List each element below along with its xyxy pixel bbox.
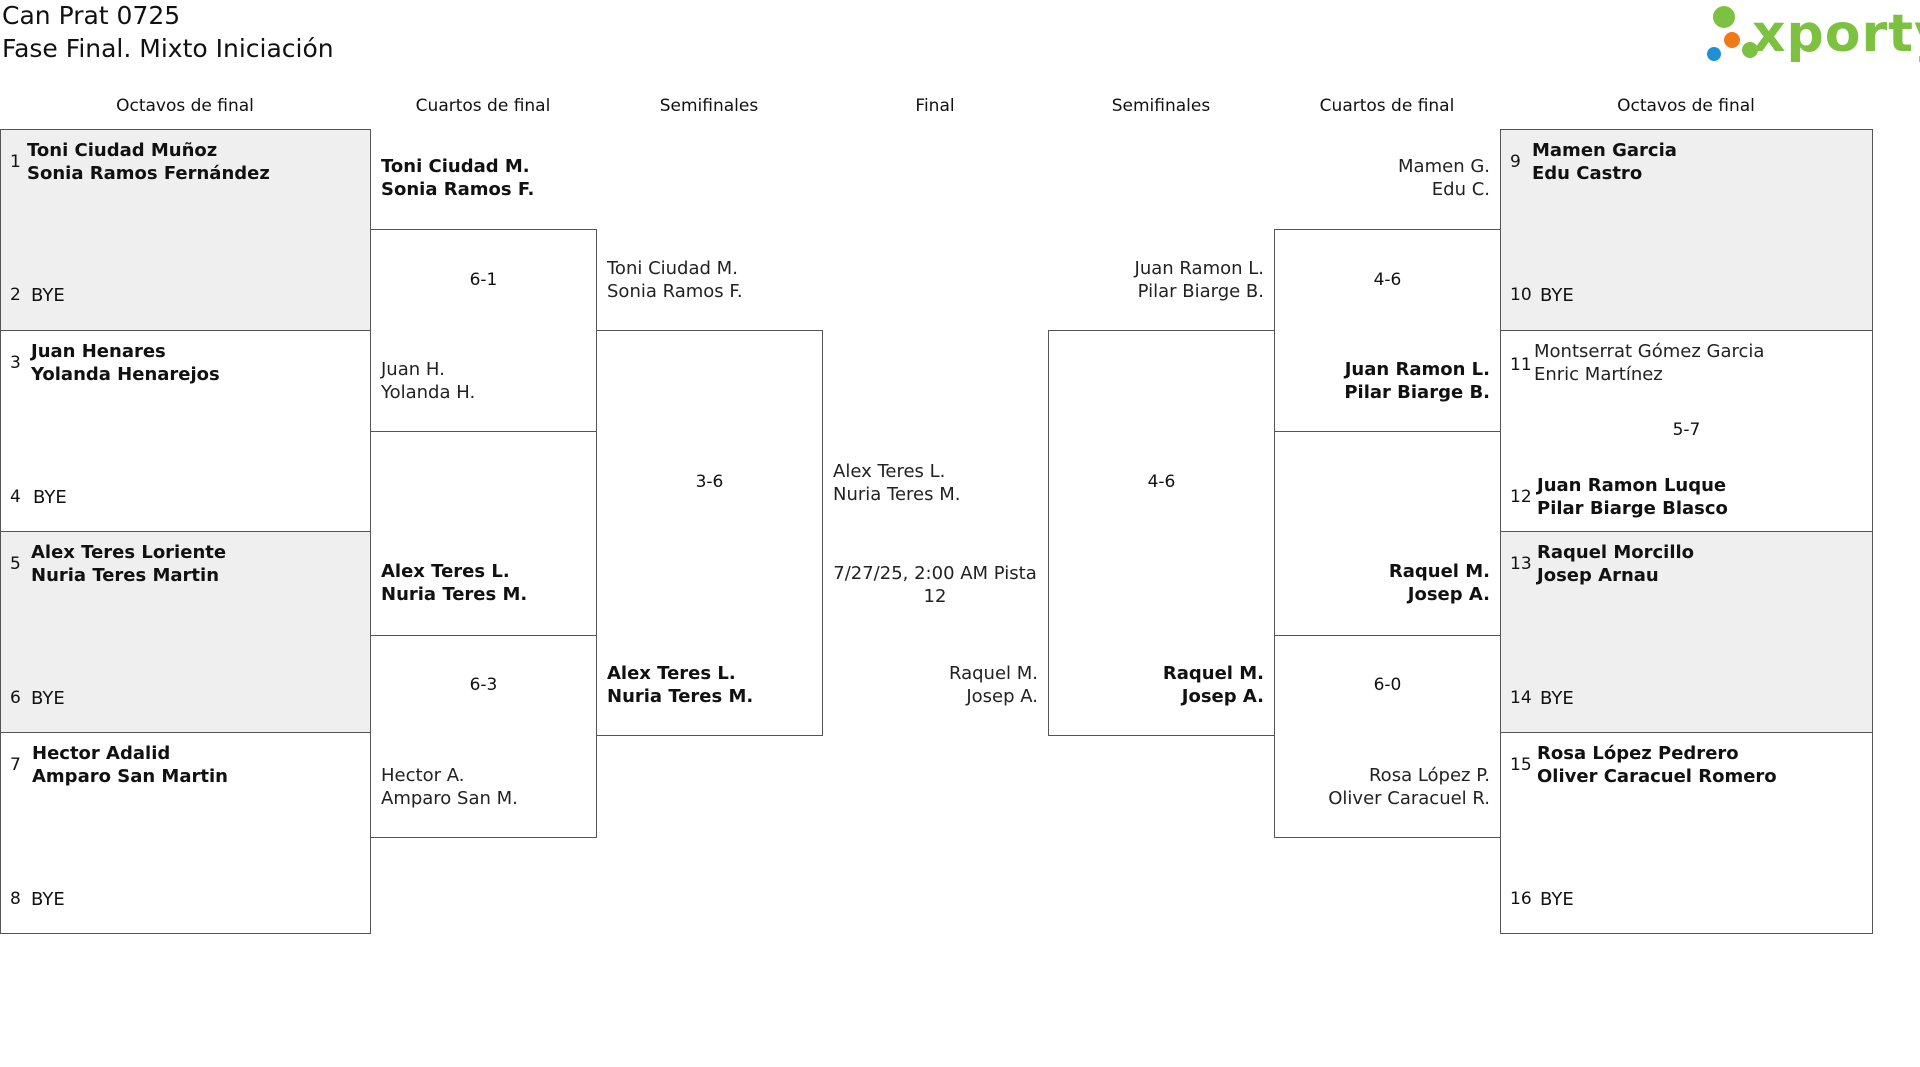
team-player-2: Pilar Biarge B. — [1137, 281, 1264, 302]
bye-label: BYE — [31, 688, 65, 709]
team-player-1: Toni Ciudad M. — [607, 258, 738, 279]
logo-text: xporty — [1752, 4, 1920, 64]
team-player-1: Juan Henares — [31, 341, 166, 362]
final-court: 12 — [923, 586, 947, 607]
team-player-1: Mamen G. — [1398, 156, 1490, 177]
team-player-1: Montserrat Gómez Garcia — [1534, 341, 1765, 362]
team-player-1: Raquel Morcillo — [1537, 542, 1695, 563]
seed-number: 15 — [1510, 755, 1532, 775]
bye-label: BYE — [31, 889, 65, 910]
seed-number: 16 — [1510, 889, 1532, 909]
team-player-1: Hector A. — [381, 765, 465, 786]
round-header-left-qf: Cuartos de final — [415, 96, 551, 116]
right-sf-match — [1048, 330, 1275, 736]
team-player-1: Juan Ramon L. — [1134, 258, 1264, 279]
seed-number: 11 — [1510, 355, 1532, 375]
seed-number: 14 — [1510, 688, 1532, 708]
team-player-2: Nuria Teres M. — [607, 686, 754, 707]
team-player-2: Sonia Ramos F. — [381, 179, 535, 200]
team-player-1: Juan Ramon L. — [1344, 359, 1490, 380]
team-player-2: Oliver Caracuel R. — [1328, 788, 1490, 809]
team-player-1: Raquel M. — [1388, 561, 1490, 582]
team-player-2: Sonia Ramos Fernández — [27, 163, 270, 184]
seed-number: 7 — [10, 755, 21, 775]
bye-label: BYE — [1540, 889, 1574, 910]
round-header-right-r16: Octavos de final — [1617, 96, 1755, 116]
team-player-1: Hector Adalid — [32, 743, 171, 764]
team-player-2: Sonia Ramos F. — [607, 281, 743, 302]
logo-dots-icon — [1707, 6, 1758, 61]
team-player-2: Josep A. — [1181, 686, 1264, 707]
team-player-2: Amparo San M. — [381, 788, 518, 809]
team-player-2: Josep A. — [966, 686, 1038, 707]
round-header-final: Final — [915, 96, 955, 116]
team-player-1: Alex Teres L. — [833, 461, 946, 482]
round-header-right-qf: Cuartos de final — [1319, 96, 1455, 116]
final-schedule: 7/27/25, 2:00 AM Pista — [833, 563, 1037, 584]
team-player-2: Nuria Teres Martin — [31, 565, 220, 586]
right-r16-match-1 — [1500, 129, 1873, 331]
team-player-1: Toni Ciudad M. — [381, 156, 530, 177]
team-player-1: Alex Teres L. — [381, 561, 510, 582]
page-title: Can Prat 0725 — [2, 1, 181, 30]
seed-number: 3 — [10, 353, 21, 373]
team-player-1: Alex Teres L. — [607, 663, 736, 684]
team-player-2: Edu Castro — [1532, 163, 1643, 184]
team-player-1: Juan Ramon Luque — [1537, 475, 1727, 496]
team-player-2: Enric Martínez — [1534, 364, 1663, 385]
team-player-2: Yolanda Henarejos — [31, 364, 220, 385]
bye-label: BYE — [31, 285, 65, 306]
team-player-1: Mamen Garcia — [1532, 140, 1677, 161]
team-player-2: Pilar Biarge Blasco — [1537, 498, 1728, 519]
team-player-1: Raquel M. — [948, 663, 1038, 684]
team-player-1: Raquel M. — [1162, 663, 1264, 684]
match-score: 6-3 — [469, 675, 498, 695]
team-player-2: Edu C. — [1431, 179, 1490, 200]
team-player-2: Nuria Teres M. — [833, 484, 961, 505]
match-score: 3-6 — [695, 472, 724, 492]
team-player-1: Rosa López Pedrero — [1537, 743, 1739, 764]
seed-number: 4 — [10, 487, 21, 507]
team-player-2: Oliver Caracuel Romero — [1537, 766, 1777, 787]
team-player-2: Josep Arnau — [1537, 565, 1659, 586]
seed-number: 9 — [1510, 152, 1521, 172]
team-player-2: Nuria Teres M. — [381, 584, 528, 605]
round-header-left-sf: Semifinales — [659, 96, 759, 116]
match-score: 6-0 — [1373, 675, 1402, 695]
seed-number: 5 — [10, 554, 21, 574]
bye-label: BYE — [33, 487, 67, 508]
match-score: 4-6 — [1373, 270, 1402, 290]
xporty-logo: xporty — [1690, 2, 1920, 72]
team-player-1: Juan H. — [381, 359, 445, 380]
page-subtitle: Fase Final. Mixto Iniciación — [2, 34, 334, 63]
seed-number: 12 — [1510, 487, 1532, 507]
team-player-2: Josep A. — [1407, 584, 1490, 605]
team-player-1: Rosa López P. — [1368, 765, 1490, 786]
seed-number: 6 — [10, 688, 21, 708]
right-r16-match-4 — [1500, 732, 1873, 934]
left-qf-match-2 — [370, 635, 597, 838]
team-player-2: Amparo San Martin — [32, 766, 228, 787]
seed-number: 10 — [1510, 285, 1532, 305]
team-player-1: Alex Teres Loriente — [31, 542, 227, 563]
round-header-left-r16: Octavos de final — [116, 96, 254, 116]
left-sf-match — [596, 330, 823, 736]
seed-number: 8 — [10, 889, 21, 909]
seed-number: 13 — [1510, 554, 1532, 574]
bye-label: BYE — [1540, 688, 1574, 709]
team-player-2: Pilar Biarge B. — [1344, 382, 1490, 403]
seed-number: 2 — [10, 285, 21, 305]
seed-number: 1 — [10, 152, 21, 172]
match-score: 6-1 — [469, 270, 498, 290]
team-player-2: Yolanda H. — [381, 382, 476, 403]
match-score: 4-6 — [1147, 472, 1176, 492]
round-header-right-sf: Semifinales — [1111, 96, 1211, 116]
team-player-1: Toni Ciudad Muñoz — [27, 140, 218, 161]
bye-label: BYE — [1540, 285, 1574, 306]
match-score: 5-7 — [1672, 420, 1701, 440]
